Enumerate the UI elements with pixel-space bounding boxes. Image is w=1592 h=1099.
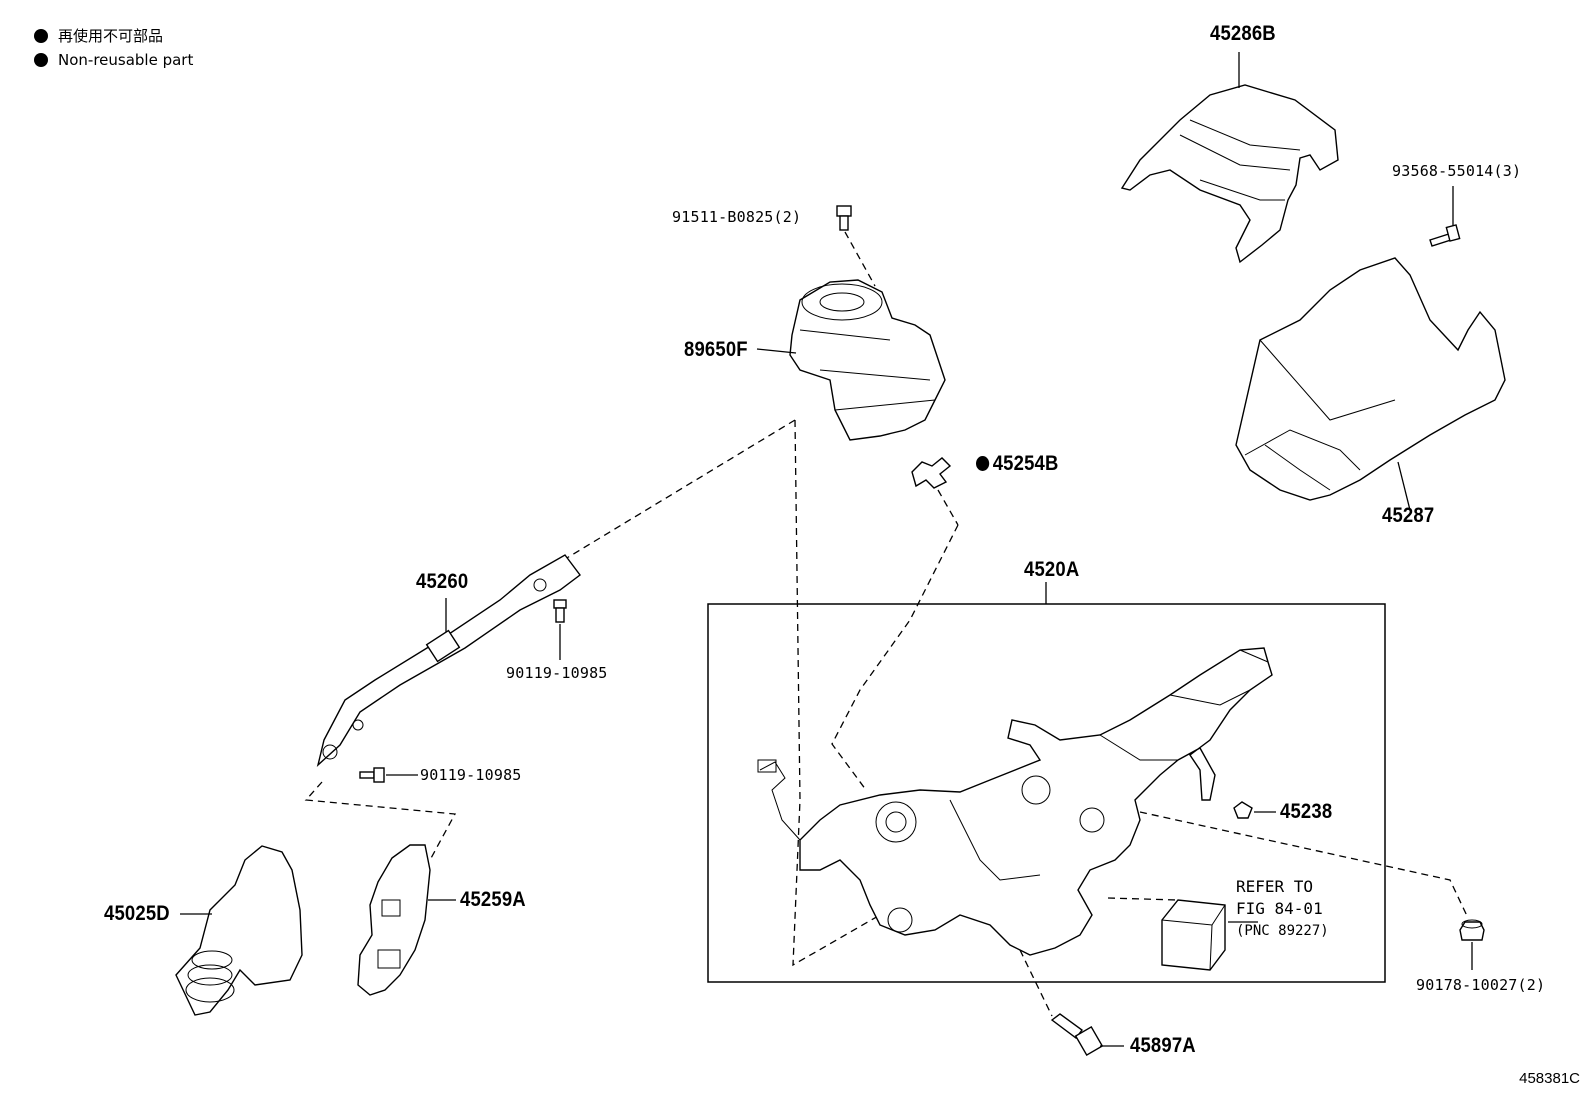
- label-45254B: 45254B: [976, 452, 1059, 476]
- label-45286B: 45286B: [1210, 22, 1276, 45]
- bolt-90119-lower: [359, 767, 385, 783]
- refer-line-1: REFER TO: [1236, 877, 1314, 896]
- screw-93568: [1429, 224, 1461, 247]
- clip-45254B: [911, 457, 952, 489]
- refer-line-3: (PNC 89227): [1236, 923, 1329, 939]
- cover-45259A: [357, 844, 431, 996]
- label-45025D: 45025D: [104, 902, 170, 925]
- label-45254B-text: 45254B: [992, 452, 1059, 475]
- label-93568: 93568-55014(3): [1392, 162, 1522, 180]
- column-cover-upper-45286B: [1120, 84, 1339, 264]
- ecu-box: [1161, 899, 1226, 971]
- label-91511: 91511-B0825(2): [672, 208, 802, 226]
- clip-45238: [1233, 801, 1253, 819]
- bolt-90119-upper: [553, 599, 567, 623]
- non-reusable-dot-icon: [34, 29, 48, 43]
- label-90178: 90178-10027(2): [1416, 976, 1546, 994]
- legend-en-text: Non-reusable part: [58, 51, 194, 69]
- refer-line-2: FIG 84-01: [1236, 899, 1323, 918]
- legend-jp-text: 再使用不可部品: [58, 27, 164, 45]
- label-45287: 45287: [1382, 504, 1435, 527]
- spiral-cable-89650F: [789, 279, 946, 441]
- intermediate-shaft-45260: [316, 554, 581, 768]
- non-reusable-dot-icon: [34, 53, 48, 67]
- label-45259A: 45259A: [460, 888, 526, 911]
- label-45897A: 45897A: [1130, 1034, 1196, 1057]
- figure-number: 458381C: [1519, 1070, 1580, 1087]
- column-cover-lower-45287: [1235, 257, 1506, 501]
- label-45238: 45238: [1280, 800, 1333, 823]
- legend-row-en: Non-reusable part: [34, 48, 193, 72]
- legend-row-jp: 再使用不可部品: [34, 24, 193, 48]
- refer-note: REFER TO FIG 84-01 (PNC 89227): [1236, 876, 1329, 942]
- bolt-45897A: [1050, 1013, 1104, 1056]
- label-90119-lower: 90119-10985: [420, 766, 522, 784]
- steering-column-assembly: [757, 647, 1273, 956]
- label-4520A: 4520A: [1024, 558, 1080, 581]
- nut-90178: [1459, 919, 1485, 941]
- label-45260: 45260: [416, 570, 469, 593]
- label-90119-upper: 90119-10985: [506, 664, 608, 682]
- bolt-91511: [836, 205, 852, 231]
- non-reusable-dot-icon: [976, 456, 990, 471]
- boot-45025D: [175, 845, 303, 1016]
- legend: 再使用不可部品 Non-reusable part: [34, 24, 193, 72]
- label-89650F: 89650F: [684, 338, 748, 361]
